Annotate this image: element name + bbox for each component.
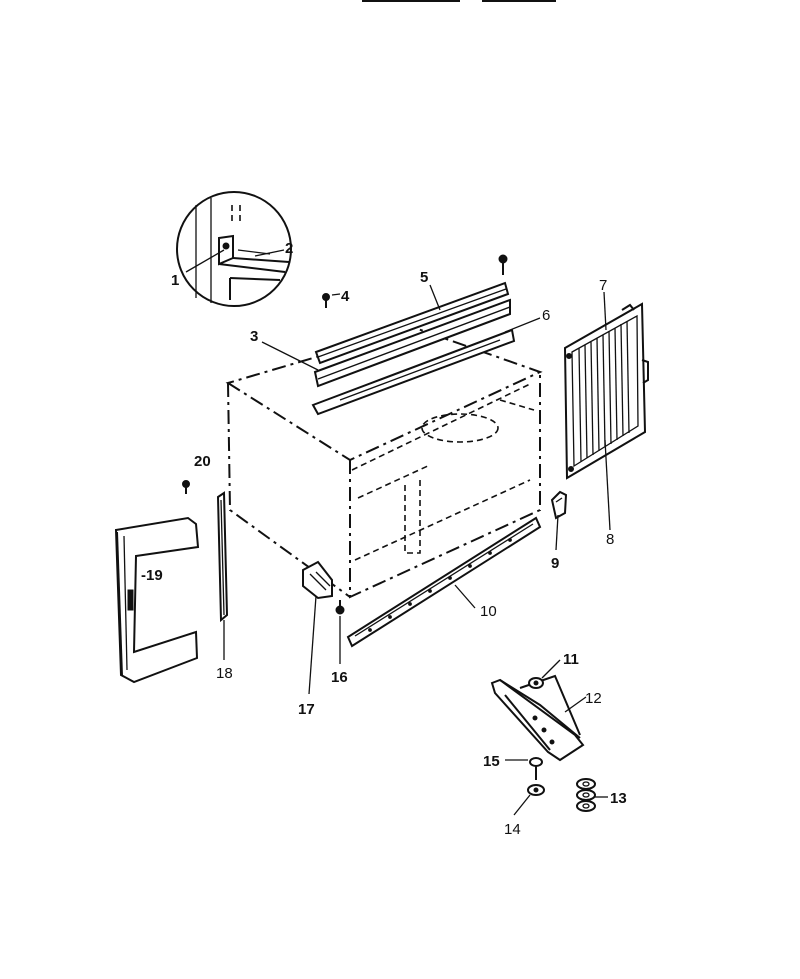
part-16-bolt [335,600,345,615]
callout-7: 7 [599,277,607,294]
part-6-rail [311,328,516,416]
callout-4: 4 [341,288,350,305]
callout-8: 8 [606,531,614,548]
detail-circle [176,191,292,307]
callout-9: 9 [551,555,559,572]
callout-1: 1 [171,272,179,289]
callout-14: 14 [504,821,521,838]
leader-lines [185,249,611,816]
callout-labels: 1 2 3 4 5 6 7 8 9 10 11 12 13 14 15 16 1… [141,240,627,838]
callout-12: 12 [585,690,602,707]
louvers [578,320,630,463]
part-5-rail [314,281,510,365]
callout-5: 5 [420,269,428,286]
part-17-bracket [302,560,333,600]
part-3-rail [313,298,511,388]
callout-15: 15 [483,753,500,770]
part-5-screw [498,254,508,275]
callout-17: 17 [298,701,315,718]
part-20-screw [182,480,190,494]
part-11-nut [528,677,544,689]
callout-19: -19 [141,567,163,584]
callout-2: 2 [285,240,293,257]
part-13-washers [576,778,596,812]
part-10-rail [346,516,542,648]
part-7-side-panel [563,302,649,480]
callout-11: 11 [563,651,579,668]
part-18-strip [216,491,229,623]
callout-6: 6 [542,307,550,324]
callout-20: 20 [194,453,211,470]
callout-16: 16 [331,669,348,686]
part-4-screw [322,293,330,308]
callout-13: 13 [610,790,627,807]
callout-3: 3 [250,328,258,345]
callout-18: 18 [216,665,233,682]
part-14-foot [527,784,545,796]
rail-holes [368,538,512,632]
part-9-clip [550,490,568,520]
part-19-frame [114,516,200,684]
part-15-spacer [529,757,543,780]
callout-10: 10 [480,603,497,620]
